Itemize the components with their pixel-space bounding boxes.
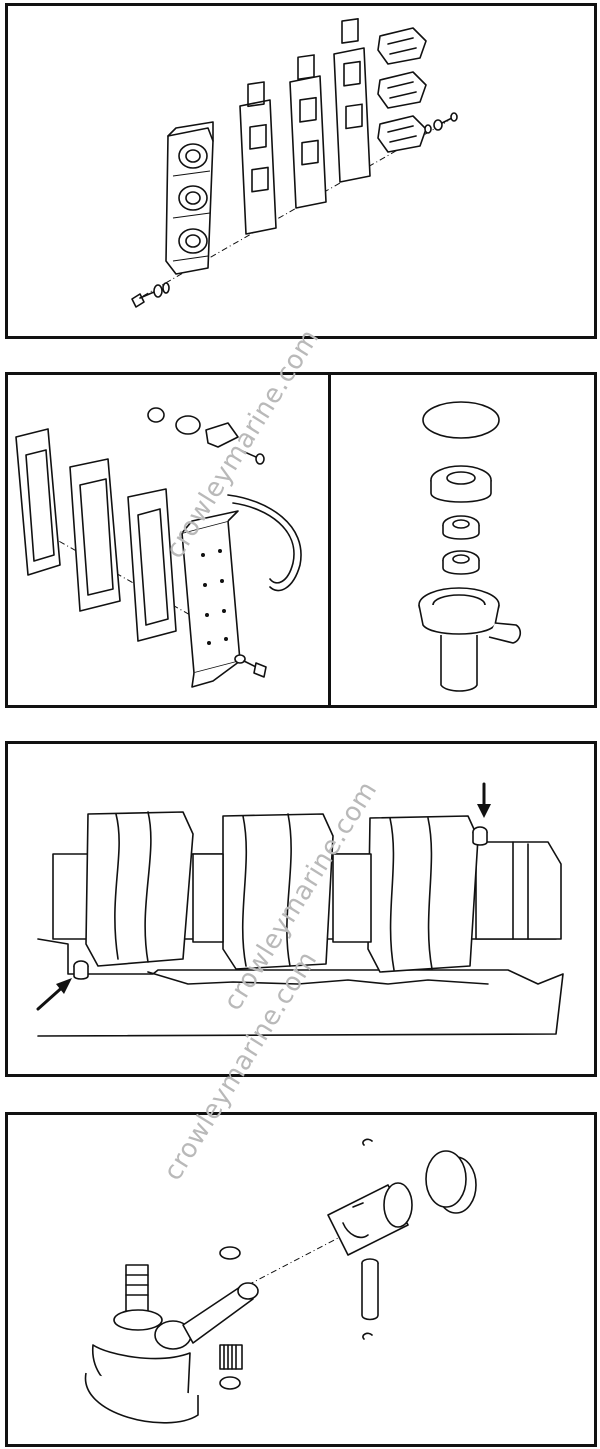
o-ring-graphic xyxy=(422,401,500,439)
retaining-clip-graphic xyxy=(362,1138,373,1146)
bolt-graphic xyxy=(131,282,170,308)
exhaust-cover-drawing xyxy=(15,407,302,688)
arrow-indicator-graphic xyxy=(36,978,72,1011)
crankshaft-end-graphic xyxy=(84,1264,199,1424)
reed-block-graphic xyxy=(377,27,427,153)
thrust-washer-graphic xyxy=(219,1246,241,1260)
gasket-graphic xyxy=(239,81,277,235)
reed-plate-graphic xyxy=(289,54,327,209)
bolt-graphic xyxy=(234,654,267,678)
exhaust-cover-graphic xyxy=(181,510,241,688)
gasket-graphic xyxy=(127,488,177,642)
thermostat-parts-graphic xyxy=(147,407,265,465)
figure-panel-reed-valve xyxy=(5,3,597,339)
seal-graphic xyxy=(442,515,480,540)
arrow-indicator-graphic xyxy=(477,782,491,818)
dowel-pin-graphic xyxy=(73,960,89,980)
retaining-clip-graphic xyxy=(362,1332,373,1340)
figure-panel-bearing-housing xyxy=(328,372,597,708)
intake-manifold-graphic xyxy=(165,121,214,275)
thrust-washer-graphic xyxy=(219,1376,241,1390)
wrist-pin-graphic xyxy=(361,1258,379,1321)
figure-panel-exhaust-cover xyxy=(5,372,331,708)
piston-rod-drawing xyxy=(84,1138,477,1424)
figure-panel-crankshaft xyxy=(5,741,597,1077)
dowel-pin-graphic xyxy=(472,826,488,846)
crankcase-graphic xyxy=(37,938,564,1037)
figure-panel-piston-rod xyxy=(5,1112,597,1447)
seal-graphic xyxy=(442,550,480,575)
crankshaft-drawing xyxy=(36,782,564,1037)
screw-graphic xyxy=(424,112,458,134)
piston-graphic xyxy=(327,1182,413,1256)
bearing-housing-drawing xyxy=(418,401,522,692)
gasket-graphic xyxy=(333,18,371,183)
needle-bearing-graphic xyxy=(219,1344,243,1370)
hose-graphic xyxy=(227,494,302,592)
connecting-rod-graphic xyxy=(154,1282,259,1350)
piston-ring-graphic xyxy=(425,1150,467,1208)
ball-bearing-graphic xyxy=(430,465,492,503)
bearing-housing-graphic xyxy=(418,587,522,692)
reed-valve-drawing xyxy=(131,18,458,308)
